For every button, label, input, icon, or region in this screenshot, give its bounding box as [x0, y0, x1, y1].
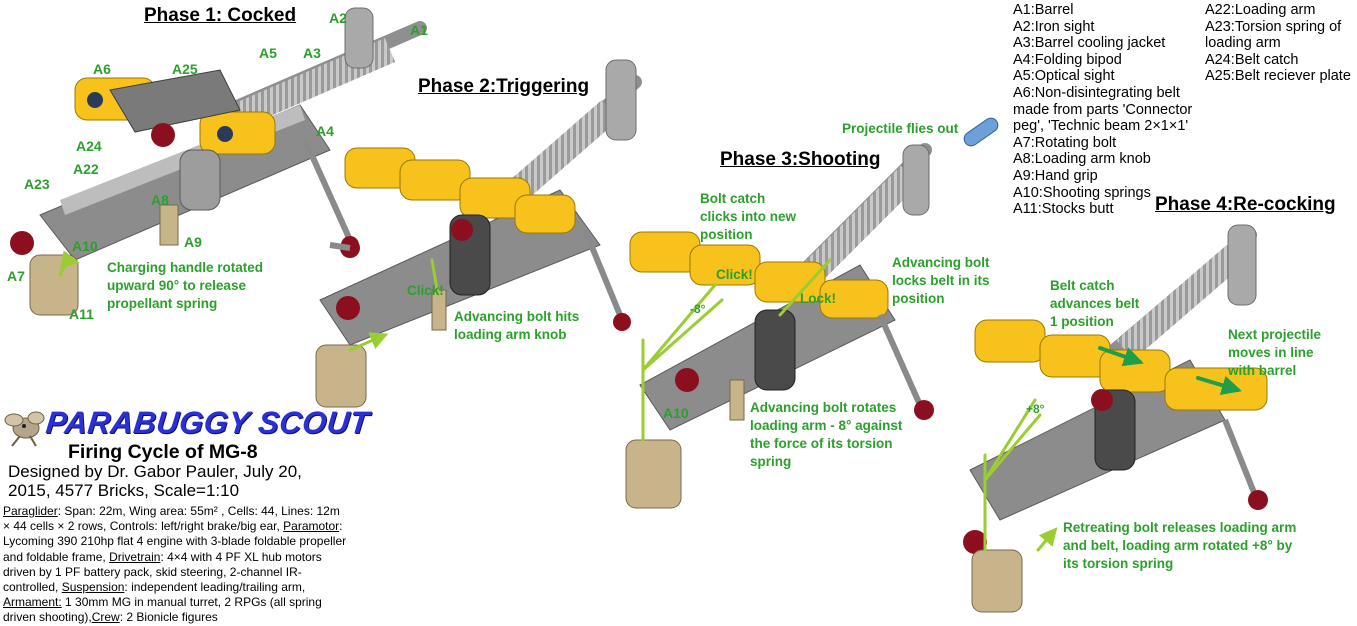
phase-4-title: Phase 4:Re-cocking [1155, 194, 1336, 215]
label-a7: A7 [7, 268, 25, 284]
legend-item: A2:Iron sight [1013, 18, 1095, 35]
spec-suspension: : independent leading/trailing arm, [124, 580, 306, 595]
phase1-gun-assembly [10, 7, 427, 316]
note-bolt-catch: Bolt catch clicks into new position [700, 191, 797, 242]
label-a8: A8 [151, 192, 169, 208]
spec-drivetrain: : 4×4 with 4 PF XL hub motors driven by … [3, 549, 322, 595]
parabuggy-logo-icon [4, 411, 45, 447]
note-rotates-loading-arm: Advancing bolt rotates loading arm - 8° … [750, 400, 903, 469]
label-a10-phase3: A10 [663, 405, 689, 421]
label-a23: A23 [24, 176, 50, 192]
note-retreating-bolt: Retreating bolt releases loading arm and… [1063, 520, 1297, 571]
legend-left-column: A1:Barrel A2:Iron sight A3:Barrel coolin… [1013, 2, 1208, 218]
spec-paragraph: Paraglider: Span: 22m, Wing area: 55m² ,… [3, 504, 349, 626]
label-a11: A11 [69, 306, 94, 322]
legend-item: A23:Torsion spring of loading arm [1205, 18, 1342, 52]
legend-item: A10:Shooting springs [1013, 184, 1151, 201]
label-a5: A5 [259, 45, 277, 61]
note-minus-8-deg: -8° [690, 302, 706, 316]
spec-heading-crew: Crew [91, 610, 120, 625]
note-belt-catch-advances: Belt catch advances belt 1 position [1050, 278, 1140, 329]
label-a25: A25 [172, 61, 198, 77]
note-locks-belt: Advancing bolt locks belt in its positio… [892, 255, 990, 306]
legend-item: A4:Folding bipod [1013, 51, 1122, 68]
label-a3: A3 [303, 45, 321, 61]
label-a4: A4 [316, 123, 334, 139]
phase3-gun-assembly [625, 117, 999, 509]
phase-1-title: Phase 1: Cocked [144, 5, 297, 26]
label-a22: A22 [73, 161, 99, 177]
note-plus-8-deg: +8° [1026, 402, 1045, 416]
spec-heading-drivetrain: Drivetrain [109, 549, 161, 564]
diagram-subtitle: Firing Cycle of MG-8 [68, 441, 258, 463]
note-click-phase3: Click! [716, 267, 753, 282]
label-a6: A6 [93, 61, 111, 77]
spec-heading-paraglider: Paraglider [3, 504, 58, 518]
designer-credit: Designed by Dr. Gabor Pauler, July 20, 2… [8, 462, 302, 500]
parabuggy-scout-logo: PARABUGGY SCOUT [44, 405, 372, 440]
legend-item: A5:Optical sight [1013, 68, 1115, 85]
note-next-projectile: Next projectile moves in line with barre… [1228, 327, 1322, 378]
spec-crew: : 2 Bionicle figures [119, 610, 218, 625]
note-charging-handle: Charging handle rotated upward 90° to re… [107, 260, 264, 311]
note-lock-phase3: Lock! [800, 291, 837, 306]
legend-item: A1:Barrel [1013, 2, 1074, 18]
label-a9: A9 [184, 234, 202, 250]
legend-item: A3:Barrel cooling jacket [1013, 35, 1166, 52]
label-a24: A24 [76, 138, 102, 154]
legend-item: A9:Hand grip [1013, 167, 1098, 184]
spec-paramotor: : Lycoming 390 210hp flat 4 engine with … [3, 519, 347, 564]
label-a1: A1 [410, 22, 428, 38]
legend-item: A24:Belt catch [1205, 51, 1299, 68]
note-click-phase2: Click! [407, 283, 444, 298]
label-a10: A10 [72, 238, 98, 254]
legend-item: A8:Loading arm knob [1013, 151, 1151, 168]
legend-item: A25:Belt reciever plate [1205, 68, 1351, 85]
phase-3-title: Phase 3:Shooting [720, 149, 881, 170]
legend-item: A11:Stocks butt [1013, 201, 1114, 218]
note-projectile-flies: Projectile flies out [842, 121, 959, 136]
label-a2: A2 [329, 10, 347, 26]
annotation-arrows [58, 250, 1242, 552]
legend-right-column: A22:Loading arm A23:Torsion spring of lo… [1205, 2, 1355, 85]
spec-paraglider: : Span: 22m, Wing area: 55m² , Cells: 44… [3, 504, 340, 534]
spec-heading-armament: Armament: [3, 595, 62, 610]
phase2-gun-assembly [315, 59, 642, 408]
legend-item: A22:Loading arm [1205, 2, 1316, 18]
note-bolt-hits-knob: Advancing bolt hits loading arm knob [454, 309, 580, 342]
spec-heading-paramotor: Paramotor [283, 519, 340, 534]
phase-2-title: Phase 2:Triggering [418, 76, 590, 97]
spec-heading-suspension: Suspension [61, 580, 125, 595]
legend-item: A7:Rotating bolt [1013, 134, 1117, 151]
legend-item: A6:Non-disintegrating belt made from par… [1013, 84, 1193, 135]
